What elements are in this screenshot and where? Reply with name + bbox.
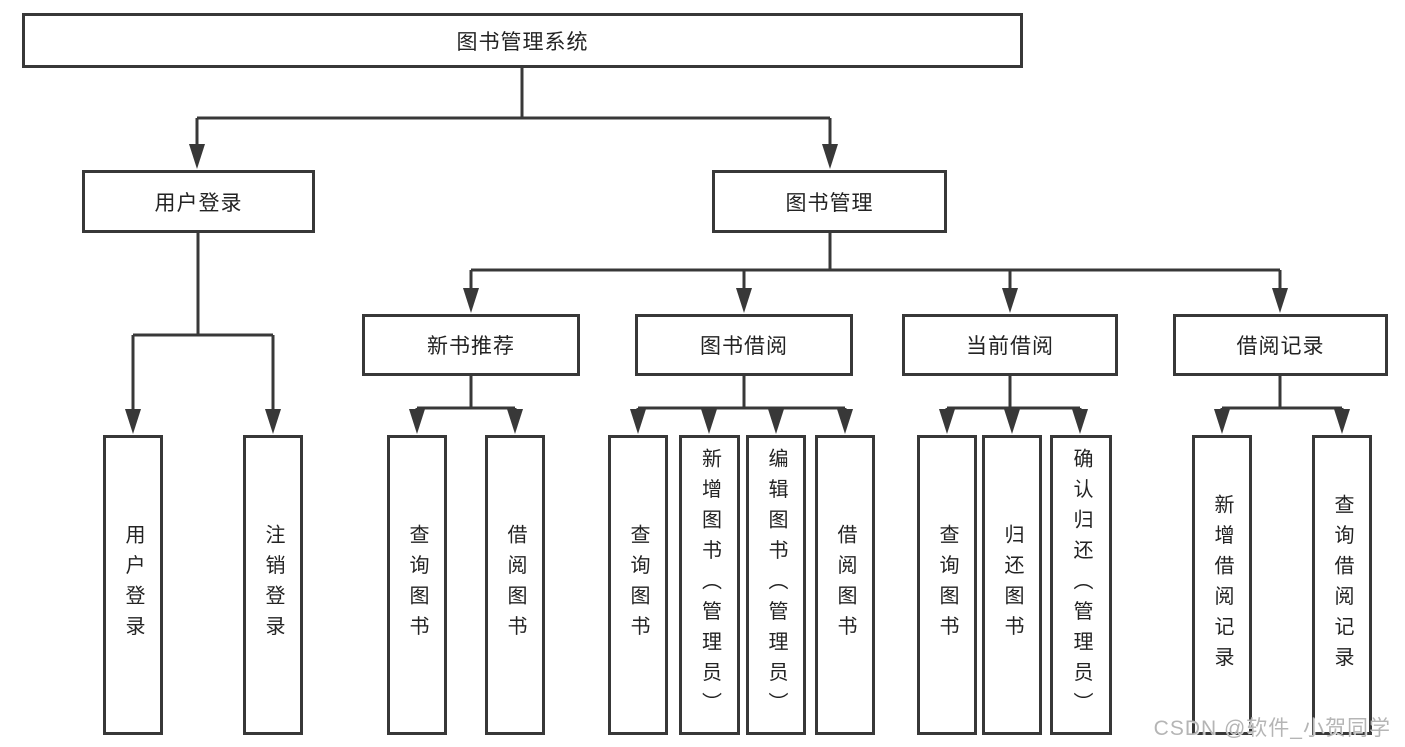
- node-newbook-borrow-books: 借阅图书: [485, 435, 545, 735]
- node-label: 图书借阅: [700, 335, 788, 358]
- node-borrowing-add-books-admin: 新增图书（管理员）: [679, 435, 740, 735]
- csdn-watermark: CSDN @软件_小贺同学: [1153, 717, 1391, 740]
- node-label: 新增图书（管理员）: [698, 447, 721, 723]
- node-label: 图书管理系统: [456, 30, 589, 54]
- node-label: 查询图书: [936, 524, 958, 646]
- arrowhead: [822, 144, 838, 169]
- node-new-book-recommend: 新书推荐: [362, 314, 580, 376]
- node-newbook-query-books: 查询图书: [387, 435, 447, 735]
- node-label: 新增借阅记录: [1211, 493, 1233, 677]
- node-logout: 注销登录: [243, 435, 303, 735]
- arrowhead: [409, 409, 425, 434]
- node-label: 归还图书: [1001, 524, 1023, 646]
- arrowhead: [507, 409, 523, 434]
- node-current-query-books: 查询图书: [917, 435, 977, 735]
- node-current-confirm-return-admin: 确认归还（管理员）: [1050, 435, 1112, 735]
- arrowhead: [1214, 409, 1230, 434]
- node-label: 注销登录: [262, 524, 284, 646]
- node-current-return-books: 归还图书: [982, 435, 1042, 735]
- node-label: 新书推荐: [427, 335, 515, 358]
- node-records-add-record: 新增借阅记录: [1192, 435, 1252, 735]
- arrowhead: [1072, 409, 1088, 434]
- node-book-management: 图书管理: [712, 170, 947, 233]
- arrowhead: [701, 409, 717, 434]
- arrowhead: [768, 409, 784, 434]
- arrowhead: [837, 409, 853, 434]
- node-label: 编辑图书（管理员）: [765, 447, 787, 723]
- arrowhead: [265, 409, 281, 434]
- node-borrowing-edit-books-admin: 编辑图书（管理员）: [746, 435, 806, 735]
- arrowhead: [463, 288, 479, 313]
- arrowhead: [125, 409, 141, 434]
- node-records-query-record: 查询借阅记录: [1312, 435, 1372, 735]
- node-book-borrowing: 图书借阅: [635, 314, 853, 376]
- node-label: 当前借阅: [966, 335, 1054, 358]
- arrowhead: [1004, 409, 1020, 434]
- node-label: 图书管理: [785, 191, 874, 215]
- node-label: 用户登录: [122, 524, 144, 646]
- arrowhead: [630, 409, 646, 434]
- node-borrowing-borrow-books: 借阅图书: [815, 435, 875, 735]
- node-label: 用户登录: [154, 191, 243, 215]
- node-label: 查询借阅记录: [1331, 493, 1353, 677]
- node-label: 查询图书: [627, 524, 649, 646]
- node-label: 借阅记录: [1236, 335, 1325, 358]
- node-user-login-leaf: 用户登录: [103, 435, 163, 735]
- node-label: 借阅图书: [834, 524, 856, 646]
- arrowhead: [1334, 409, 1350, 434]
- arrowhead: [1272, 288, 1288, 313]
- node-label: 确认归还（管理员）: [1070, 447, 1092, 723]
- arrowhead: [1002, 288, 1018, 313]
- node-library-system: 图书管理系统: [22, 13, 1023, 68]
- node-label: 查询图书: [406, 524, 428, 646]
- arrowhead: [189, 144, 205, 169]
- arrowhead: [736, 288, 752, 313]
- node-borrow-records: 借阅记录: [1173, 314, 1388, 376]
- node-user-login-branch: 用户登录: [82, 170, 315, 233]
- node-current-borrowing: 当前借阅: [902, 314, 1118, 376]
- node-label: 借阅图书: [504, 524, 526, 646]
- arrowhead: [939, 409, 955, 434]
- node-borrowing-query-books: 查询图书: [608, 435, 668, 735]
